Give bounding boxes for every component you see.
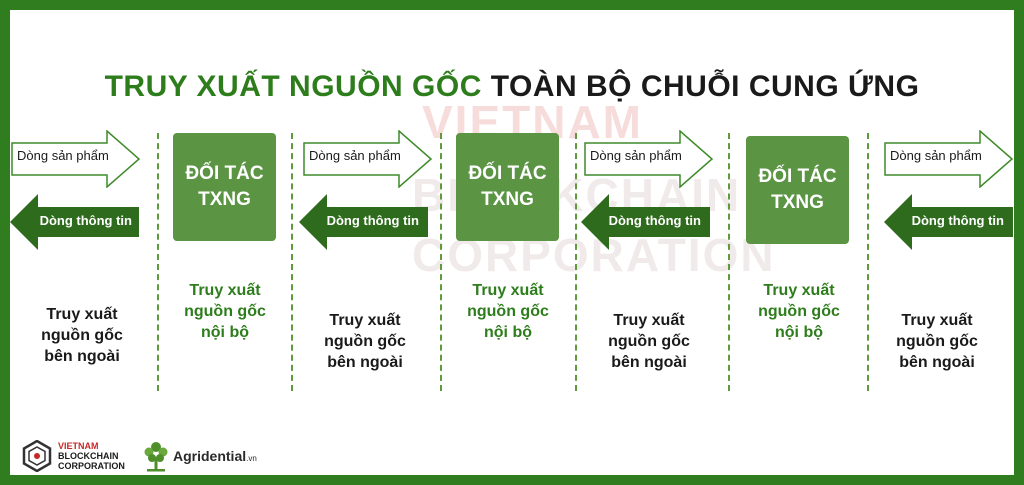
info-flow-label: Dòng thông tin <box>911 213 1004 228</box>
external-trace-line3: bên ngoài <box>611 354 687 371</box>
external-trace-label: Truy xuất nguồn gốc bên ngoài <box>310 310 420 373</box>
separator-2 <box>291 133 293 391</box>
external-trace-line3: bên ngoài <box>44 348 120 365</box>
partner-box-line1: ĐỐI TÁC <box>758 166 837 187</box>
product-flow-label: Dòng sản phẩm <box>17 148 109 163</box>
info-flow-label: Dòng thông tin <box>608 213 701 228</box>
right-arrow-icon <box>884 129 1014 189</box>
external-trace-label: Truy xuất nguồn gốc bên ngoài <box>594 310 704 373</box>
internal-trace-line1: Truy xuất <box>189 282 261 299</box>
internal-trace-line3: nội bộ <box>201 324 249 341</box>
product-flow-arrow: Dòng sản phẩm <box>303 129 433 189</box>
partner-box-line2: TXNG <box>198 189 251 210</box>
external-trace-line3: bên ngoài <box>899 354 975 371</box>
external-trace-line1: Truy xuất <box>329 312 401 329</box>
internal-trace-line2: nguồn gốc <box>467 303 549 320</box>
external-trace-line1: Truy xuất <box>901 312 973 329</box>
left-arrow-icon <box>581 194 710 250</box>
product-flow-arrow: Dòng sản phẩm <box>584 129 714 189</box>
internal-trace-line3: nội bộ <box>775 324 823 341</box>
info-flow-label: Dòng thông tin <box>39 213 132 228</box>
partner-box: ĐỐI TÁC TXNG <box>746 136 849 244</box>
separator-4 <box>575 133 577 391</box>
title-part-dark: TOÀN BỘ CHUỖI CUNG ỨNG <box>490 70 920 103</box>
agridential-suffix: .vn <box>246 454 257 463</box>
partner-box-line1: ĐỐI TÁC <box>468 163 547 184</box>
right-arrow-icon <box>11 129 141 189</box>
internal-trace-line3: nội bộ <box>484 324 532 341</box>
vbc-logo-icon <box>22 440 52 472</box>
external-trace-label: Truy xuất nguồn gốc bên ngoài <box>882 310 992 373</box>
external-trace-line3: bên ngoài <box>327 354 403 371</box>
external-trace-line2: nguồn gốc <box>608 333 690 350</box>
separator-1 <box>157 133 159 391</box>
vbc-logo: VIETNAM BLOCKCHAIN CORPORATION <box>22 438 125 474</box>
separator-6 <box>867 133 869 391</box>
info-flow-label: Dòng thông tin <box>326 213 419 228</box>
info-flow-arrow: Dòng thông tin <box>884 193 1014 251</box>
internal-trace-line1: Truy xuất <box>472 282 544 299</box>
external-trace-line2: nguồn gốc <box>41 327 123 344</box>
left-arrow-icon <box>10 194 139 250</box>
vbc-logo-line3: CORPORATION <box>58 461 125 471</box>
right-arrow-icon <box>584 129 714 189</box>
external-trace-line1: Truy xuất <box>613 312 685 329</box>
external-trace-label: Truy xuất nguồn gốc bên ngoài <box>27 304 137 367</box>
vbc-logo-line2: BLOCKCHAIN <box>58 451 119 461</box>
internal-trace-label: Truy xuất nguồn gốc nội bộ <box>744 280 854 343</box>
left-arrow-icon <box>299 194 428 250</box>
vbc-logo-line1: VIETNAM <box>58 441 99 451</box>
separator-3 <box>440 133 442 391</box>
agridential-name: Agridential <box>173 448 247 464</box>
page-title: TRUY XUẤT NGUỒN GỐC TOÀN BỘ CHUỖI CUNG Ứ… <box>10 70 1014 104</box>
partner-box: ĐỐI TÁC TXNG <box>456 133 559 241</box>
product-flow-arrow: Dòng sản phẩm <box>11 129 141 189</box>
partner-box-line2: TXNG <box>771 192 824 213</box>
partner-box-line1: ĐỐI TÁC <box>185 163 264 184</box>
product-flow-label: Dòng sản phẩm <box>890 148 982 163</box>
title-part-green: TRUY XUẤT NGUỒN GỐC <box>104 70 482 103</box>
external-trace-line1: Truy xuất <box>46 306 118 323</box>
internal-trace-label: Truy xuất nguồn gốc nội bộ <box>170 280 280 343</box>
info-flow-arrow: Dòng thông tin <box>10 193 140 251</box>
internal-trace-label: Truy xuất nguồn gốc nội bộ <box>453 280 563 343</box>
partner-box: ĐỐI TÁC TXNG <box>173 133 276 241</box>
product-flow-arrow: Dòng sản phẩm <box>884 129 1014 189</box>
left-arrow-icon <box>884 194 1013 250</box>
partner-box-line2: TXNG <box>481 189 534 210</box>
external-trace-line2: nguồn gốc <box>896 333 978 350</box>
diagram-panel: VIETNAM BLOCKCHAIN CORPORATION TRUY XUẤT… <box>10 10 1014 475</box>
internal-trace-line2: nguồn gốc <box>184 303 266 320</box>
agridential-logo: Agridential.vn <box>143 437 257 475</box>
product-flow-label: Dòng sản phẩm <box>309 148 401 163</box>
right-arrow-icon <box>303 129 433 189</box>
external-trace-line2: nguồn gốc <box>324 333 406 350</box>
info-flow-arrow: Dòng thông tin <box>581 193 711 251</box>
info-flow-arrow: Dòng thông tin <box>299 193 429 251</box>
separator-5 <box>728 133 730 391</box>
tree-icon <box>144 442 168 472</box>
internal-trace-line2: nguồn gốc <box>758 303 840 320</box>
product-flow-label: Dòng sản phẩm <box>590 148 682 163</box>
internal-trace-line1: Truy xuất <box>763 282 835 299</box>
